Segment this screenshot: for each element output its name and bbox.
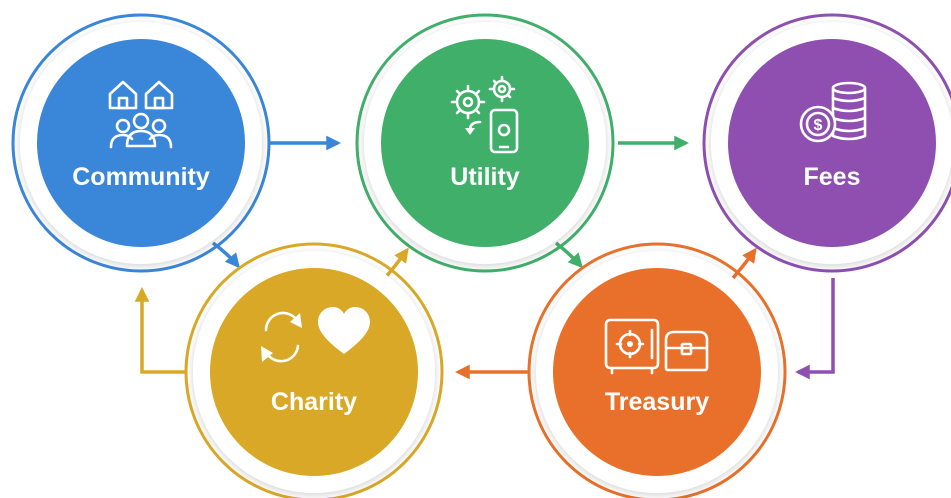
safe-icon bbox=[604, 318, 660, 375]
gear-icon bbox=[450, 75, 516, 120]
node-charity: Charity bbox=[184, 242, 444, 498]
treasury-disc bbox=[553, 268, 761, 476]
node-fees: $ Fees bbox=[702, 13, 951, 273]
smartphone-icon bbox=[489, 108, 519, 154]
fees-label: Fees bbox=[804, 163, 861, 191]
heart-icon bbox=[318, 307, 370, 354]
charity-disc bbox=[210, 268, 418, 476]
node-utility: Utility bbox=[355, 13, 615, 273]
refresh-arrow-icon bbox=[465, 120, 482, 135]
arrow-utility-to-treasury bbox=[554, 241, 583, 269]
community-label: Community bbox=[72, 163, 210, 191]
community-disc bbox=[37, 39, 245, 247]
house-icon bbox=[108, 80, 174, 110]
utility-disc bbox=[381, 39, 589, 247]
recycle-icon bbox=[261, 311, 302, 363]
fees-disc bbox=[728, 39, 936, 247]
node-treasury: Treasury bbox=[527, 242, 787, 498]
utility-outer-ring bbox=[355, 13, 615, 273]
node-community: Community bbox=[11, 13, 271, 273]
charity-label: Charity bbox=[271, 388, 357, 416]
people-group-icon bbox=[109, 112, 173, 149]
arrow-charity-to-community bbox=[134, 287, 186, 374]
arrow-fees-to-treasury bbox=[795, 278, 835, 380]
fees-outer-ring bbox=[702, 13, 951, 273]
svg-text:$: $ bbox=[814, 117, 823, 134]
utility-label: Utility bbox=[450, 163, 520, 191]
treasure-chest-icon bbox=[664, 330, 709, 372]
treasury-outer-ring bbox=[527, 242, 787, 498]
dollar-coin-icon: $ bbox=[799, 105, 837, 143]
treasury-label: Treasury bbox=[605, 388, 709, 416]
arrow-community-to-charity bbox=[211, 241, 240, 269]
arrow-treasury-to-fees bbox=[731, 247, 757, 280]
community-outer-ring bbox=[11, 13, 271, 273]
charity-outer-ring bbox=[184, 242, 444, 498]
coin-stack-icon bbox=[831, 81, 867, 141]
